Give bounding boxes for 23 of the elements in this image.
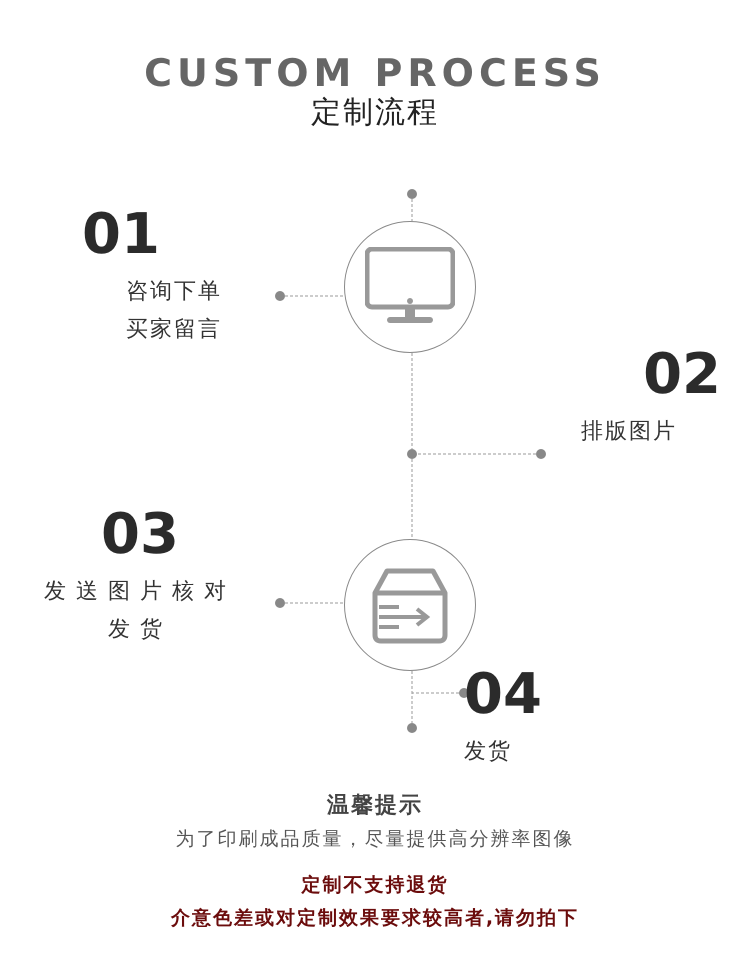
timeline-dot: [407, 723, 417, 733]
step-text: 发货: [464, 738, 512, 766]
title: CUSTOM PROCESS: [143, 50, 607, 96]
step-text: 发货: [108, 616, 172, 644]
warning-text: 介意色差或对定制效果要求较高者,请勿拍下: [170, 906, 580, 931]
subtitle: 定制流程: [311, 94, 439, 132]
timeline-dot: [407, 189, 417, 199]
step-text: 排版图片: [581, 418, 677, 446]
leader-line: [275, 598, 344, 608]
step-number: 02: [643, 345, 721, 405]
notice-text: 为了印刷成品质量，尽量提供高分辨率图像: [176, 827, 574, 852]
step-text: 发送图片核对: [44, 578, 236, 606]
step-text: 咨询下单: [125, 278, 222, 306]
warning-text: 定制不支持退货: [302, 873, 448, 898]
step-number: 01: [82, 205, 160, 265]
leader-line: [412, 688, 469, 698]
leader-line: [275, 291, 344, 301]
timeline-dot: [407, 449, 417, 459]
notice-heading: 温馨提示: [327, 792, 423, 820]
step-number: 04: [464, 665, 542, 725]
leader-line: [416, 449, 546, 459]
step-text: 买家留言: [125, 316, 222, 344]
step-number: 03: [101, 505, 179, 565]
